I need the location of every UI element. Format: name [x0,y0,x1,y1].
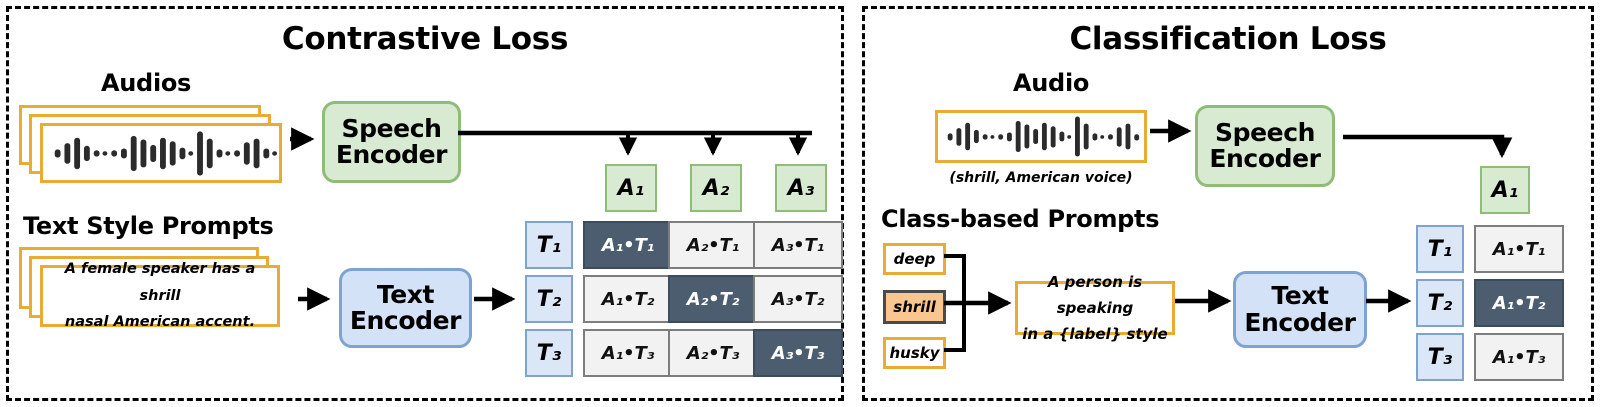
matrix-cell-1-0: A₁•T₂ [1474,279,1564,327]
audios-label: Audios [101,69,192,97]
matrix-cell-1-0-label: A₁•T₂ [1492,292,1546,314]
waveform-icon [947,116,1140,157]
prompt-template-line1: A person is speaking [1047,272,1143,317]
class-chip-shrill[interactable]: shrill [883,290,946,324]
matrix-cell-2-2-label: A₃•T₃ [771,342,825,364]
panel-contrastive-loss: Contrastive Loss Audios [6,6,844,401]
panel-classification-loss: Classification Loss Audio [862,6,1594,401]
text-encoder-line1: Text [376,279,435,309]
matrix-cell-1-1: A₂•T₂ [668,275,758,323]
a-header-1-label: A₁ [1491,177,1519,203]
matrix-cell-0-2: A₃•T₁ [753,221,843,269]
matrix-cell-0-1-label: A₂•T₁ [686,234,740,256]
matrix-cell-1-0-label: A₁•T₂ [601,288,655,310]
text-encoder-line2: Encoder [349,306,462,335]
class-chip-deep[interactable]: deep [883,243,946,275]
matrix-cell-1-2-label: A₃•T₂ [771,288,825,310]
audio-card-classification[interactable] [935,110,1147,163]
t-header-2: T₂ [525,275,573,323]
class-chip-shrill-label: shrill [893,298,936,316]
class-chip-husky-label: husky [889,344,940,362]
audio-stack-contrastive[interactable] [19,105,289,187]
a-header-1-label: A₁ [617,175,645,201]
t-header-2: T₂ [1416,279,1464,327]
prompt-template-box[interactable]: A person is speaking in a {label} style [1015,273,1175,343]
text-encoder-contrastive[interactable]: Text Encoder [339,268,472,348]
t-header-3: T₃ [525,329,573,377]
audio-caption: (shrill, American voice) [949,170,1133,186]
speech-encoder-line2: Encoder [1209,144,1321,173]
a-header-1: A₁ [605,164,657,212]
audio-label: Audio [1013,69,1090,97]
t-header-2-label: T₂ [536,286,562,312]
matrix-cell-1-1-label: A₂•T₂ [686,288,740,310]
t-header-3: T₃ [1416,333,1464,381]
matrix-cell-0-0-label: A₁•T₁ [1492,238,1546,260]
speech-encoder-contrastive[interactable]: Speech Encoder [322,101,461,183]
matrix-cell-2-2: A₃•T₃ [753,329,843,377]
class-chip-deep-label: deep [893,250,936,268]
t-header-2-label: T₂ [1427,290,1453,316]
matrix-cell-0-0: A₁•T₁ [583,221,673,269]
t-header-3-label: T₃ [536,340,562,366]
prompt-template-line2: in a {label} style [1022,325,1168,344]
speech-encoder-line1: Speech [341,113,442,143]
matrix-cell-2-0-label: A₁•T₃ [601,342,655,364]
matrix-cell-0-2-label: A₃•T₁ [771,234,825,256]
matrix-cell-1-0: A₁•T₂ [583,275,673,323]
a-header-3-label: A₃ [787,175,815,201]
matrix-cell-2-1-label: A₂•T₃ [686,342,740,364]
text-encoder-classification[interactable]: Text Encoder [1233,271,1367,348]
text-style-prompts-label: Text Style Prompts [23,212,274,240]
prompt-text-line1: A female speaker has a shrill [64,260,256,304]
matrix-cell-0-0-label: A₁•T₁ [601,234,655,256]
a-header-1: A₁ [1480,166,1530,214]
t-header-1: T₁ [525,221,573,269]
class-based-prompts-label: Class-based Prompts [881,205,1160,233]
a-header-3: A₃ [775,164,827,212]
a-header-2-label: A₂ [702,175,730,201]
speech-encoder-line2: Encoder [335,140,448,169]
t-header-1-label: T₁ [1427,236,1453,262]
prompt-stack-contrastive[interactable]: A female speaker has a shrill nasal Amer… [19,247,294,347]
t-header-1: T₁ [1416,225,1464,273]
prompt-card-front: A female speaker has a shrill nasal Amer… [40,261,280,330]
matrix-cell-2-0-label: A₁•T₃ [1492,346,1546,368]
matrix-cell-0-1: A₂•T₁ [668,221,758,269]
matrix-cell-0-0: A₁•T₁ [1474,225,1564,273]
matrix-cell-2-0: A₁•T₃ [1474,333,1564,381]
panel-title-classification: Classification Loss [1069,21,1387,57]
waveform-icon [54,131,278,176]
speech-encoder-line1: Speech [1214,117,1316,147]
matrix-cell-2-1: A₂•T₃ [668,329,758,377]
text-encoder-line2: Encoder [1244,307,1356,337]
audio-card-front [40,123,282,183]
matrix-cell-2-0: A₁•T₃ [583,329,673,377]
matrix-cell-1-2: A₃•T₂ [753,275,843,323]
speech-encoder-classification[interactable]: Speech Encoder [1195,105,1335,187]
panel-title-contrastive: Contrastive Loss [281,21,569,57]
prompt-text-line2: nasal American accent. [64,314,256,331]
t-header-3-label: T₃ [1427,344,1453,370]
class-chip-husky[interactable]: husky [883,337,946,369]
text-encoder-line1: Text [1271,281,1329,311]
a-header-2: A₂ [690,164,742,212]
t-header-1-label: T₁ [536,232,562,258]
